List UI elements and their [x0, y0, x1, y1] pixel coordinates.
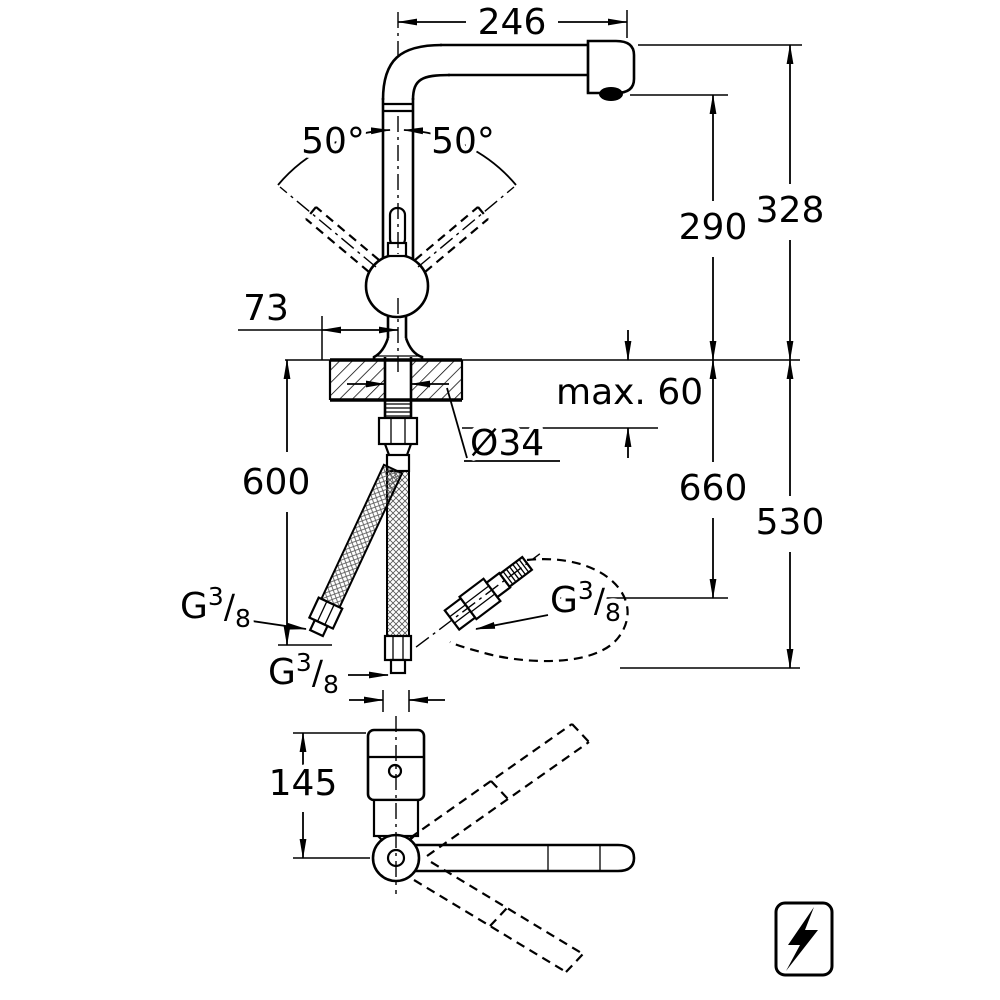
label-handle-offset: 73: [243, 288, 289, 329]
label-deck-thickness: max. 60: [556, 372, 703, 413]
mounting-shank: [377, 357, 419, 473]
thread-size-label-left: G3/8: [180, 582, 251, 633]
dimension-lines: [251, 18, 794, 859]
label-hole-diameter: Ø34: [470, 423, 544, 464]
countertop-section: [328, 358, 464, 402]
supply-hose-left: [307, 463, 404, 638]
spray-button: [387, 763, 403, 779]
check-valve: [415, 553, 541, 648]
lightning-bolt-icon: [774, 901, 834, 977]
label-hose-left: 600: [242, 462, 311, 503]
label-swivel-left: 50°: [301, 121, 365, 162]
label-height-total: 328: [756, 190, 825, 231]
label-spray-length: 145: [269, 763, 338, 804]
pullout-hose-dashed: [449, 558, 629, 663]
spout-outlet: [599, 87, 623, 101]
label-height-outlet: 290: [679, 207, 748, 248]
thread-leader-arrows: [251, 614, 549, 679]
spray-arm-dashed-down: [413, 861, 584, 973]
mounting-nut: [377, 416, 419, 446]
thread-size-label-right: G3/8: [550, 576, 621, 627]
handle-ball: [364, 253, 430, 319]
label-swivel-right: 50°: [431, 121, 495, 162]
spray-arm: [414, 843, 636, 873]
handle-swing-arcs: [277, 127, 517, 186]
spray-arm-dashed-up: [409, 723, 590, 857]
dimension-labels: 246 50° 50° 328 290 73 max. 60 Ø34 600 6…: [176, 0, 829, 809]
label-spout-reach: 246: [478, 2, 547, 43]
label-hose-right: 660: [679, 468, 748, 509]
label-hose-drop: 530: [756, 502, 825, 543]
handle-swing-dashed: [305, 206, 489, 273]
dim-hole-diameter: [347, 380, 560, 462]
pullout-spout-head: [586, 39, 636, 101]
